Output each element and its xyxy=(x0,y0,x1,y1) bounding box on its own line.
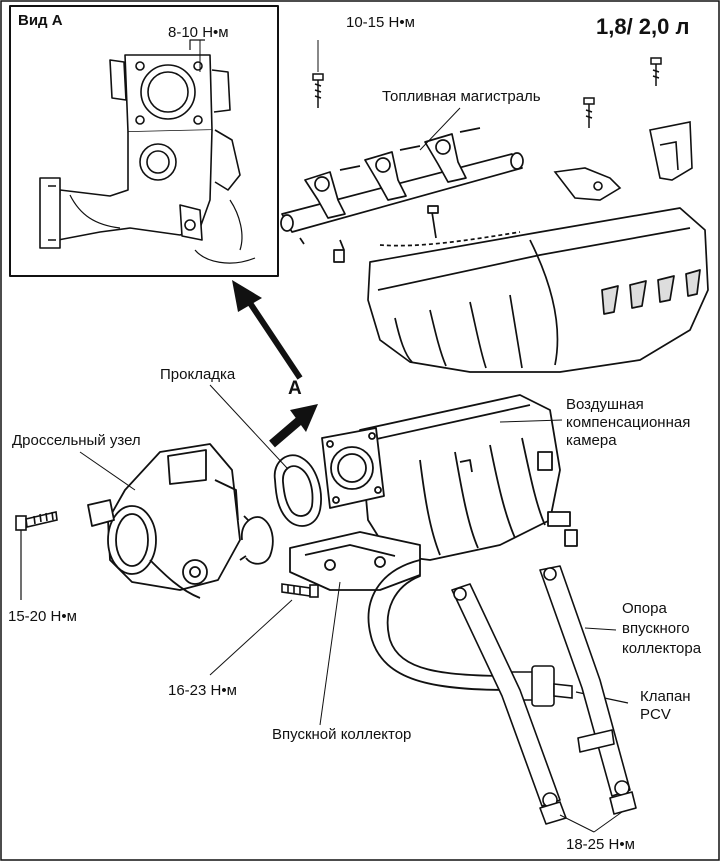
manifold-upper-cover xyxy=(367,207,709,373)
intake-manifold xyxy=(289,394,578,591)
gasket xyxy=(273,454,322,527)
support-bracket-top xyxy=(649,121,693,181)
throttle-body xyxy=(87,443,241,599)
manifold-support-right xyxy=(539,565,637,815)
pcv-label-line1: Клапан xyxy=(640,688,691,705)
air-chamber-label-line1: Воздушная xyxy=(566,396,644,413)
inset-title: Вид А xyxy=(18,12,63,29)
inset-view-a xyxy=(9,5,279,277)
view-a-marker: А xyxy=(288,378,302,399)
leader-lines xyxy=(79,40,623,833)
support-label-line3: коллектора xyxy=(622,640,702,657)
pcv-valve xyxy=(507,665,629,707)
support-label-line1: Опора xyxy=(622,600,667,617)
throttle-bolt xyxy=(15,511,58,600)
manifold-bolt-torque-label: 16-23 Н•м xyxy=(168,682,237,699)
fuel-rail xyxy=(280,127,524,263)
diagram-title: 1,8/ 2,0 л xyxy=(596,14,690,39)
pcv-hose xyxy=(367,559,511,691)
throttle-body-label: Дроссельный узел xyxy=(12,432,141,449)
air-chamber-label-line3: камера xyxy=(566,432,617,449)
manifold-bolt xyxy=(281,583,319,598)
clamp-ring xyxy=(239,515,274,565)
bolt-left xyxy=(312,40,324,108)
top-bolts xyxy=(312,40,662,128)
bolt-middle xyxy=(583,97,595,128)
manifold-support-left xyxy=(451,583,567,825)
view-arrow-a xyxy=(269,404,318,448)
bolt-right xyxy=(650,57,662,86)
pcv-label-line2: PCV xyxy=(640,706,671,723)
view-arrow-to-inset xyxy=(232,280,303,380)
intake-manifold-label: Впускной коллектор xyxy=(272,726,412,743)
bolt-torque-top-label: 10-15 Н•м xyxy=(346,14,415,31)
air-chamber-label-line2: компенсационная xyxy=(566,414,691,431)
support-label-line2: впускного xyxy=(622,620,690,637)
support-bolt-torque-label: 18-25 Н•м xyxy=(566,836,635,853)
gasket-label: Прокладка xyxy=(160,366,236,383)
throttle-bolt-torque-label: 15-20 Н•м xyxy=(8,608,77,625)
inset-torque-label: 8-10 Н•м xyxy=(168,24,229,41)
small-bracket xyxy=(553,167,622,201)
fuel-rail-label: Топливная магистраль xyxy=(382,88,541,105)
